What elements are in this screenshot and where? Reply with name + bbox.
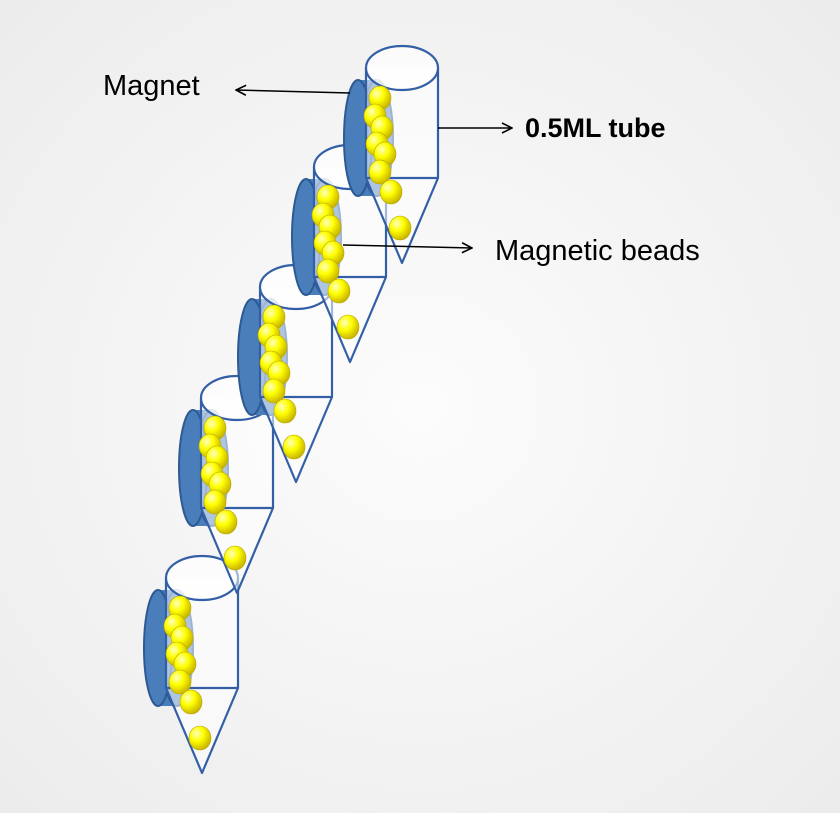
- bead-icon: [368, 159, 392, 185]
- beads-label: Magnetic beads: [495, 235, 700, 267]
- bead-icon: [388, 215, 412, 241]
- bead-icon: [168, 669, 192, 695]
- bead-icon: [316, 258, 340, 284]
- bead-icon: [214, 509, 238, 535]
- tube-label: 0.5ML tube: [525, 113, 666, 143]
- magnet-arrow: [236, 90, 351, 93]
- bead-cluster: [198, 415, 247, 571]
- tube-unit: [237, 263, 334, 484]
- bead-icon: [203, 489, 227, 515]
- beads-arrow: [342, 245, 472, 248]
- bead-cluster: [257, 304, 306, 460]
- bead-icon: [379, 179, 403, 205]
- tube-cap: [364, 44, 440, 92]
- tube-unit: [343, 44, 440, 265]
- tube-stack: [143, 44, 440, 775]
- bead-icon: [336, 314, 360, 340]
- bead-cluster: [363, 85, 412, 241]
- bead-icon: [273, 398, 297, 424]
- bead-icon: [327, 278, 351, 304]
- bead-icon: [223, 545, 247, 571]
- magnet-label: Magnet: [103, 70, 200, 102]
- bead-icon: [179, 689, 203, 715]
- tube-unit: [143, 554, 240, 775]
- annotation-arrows: [236, 90, 512, 248]
- bead-icon: [188, 725, 212, 751]
- bead-cluster: [163, 595, 212, 751]
- bead-icon: [262, 378, 286, 404]
- bead-icon: [282, 434, 306, 460]
- bead-cluster: [311, 184, 360, 340]
